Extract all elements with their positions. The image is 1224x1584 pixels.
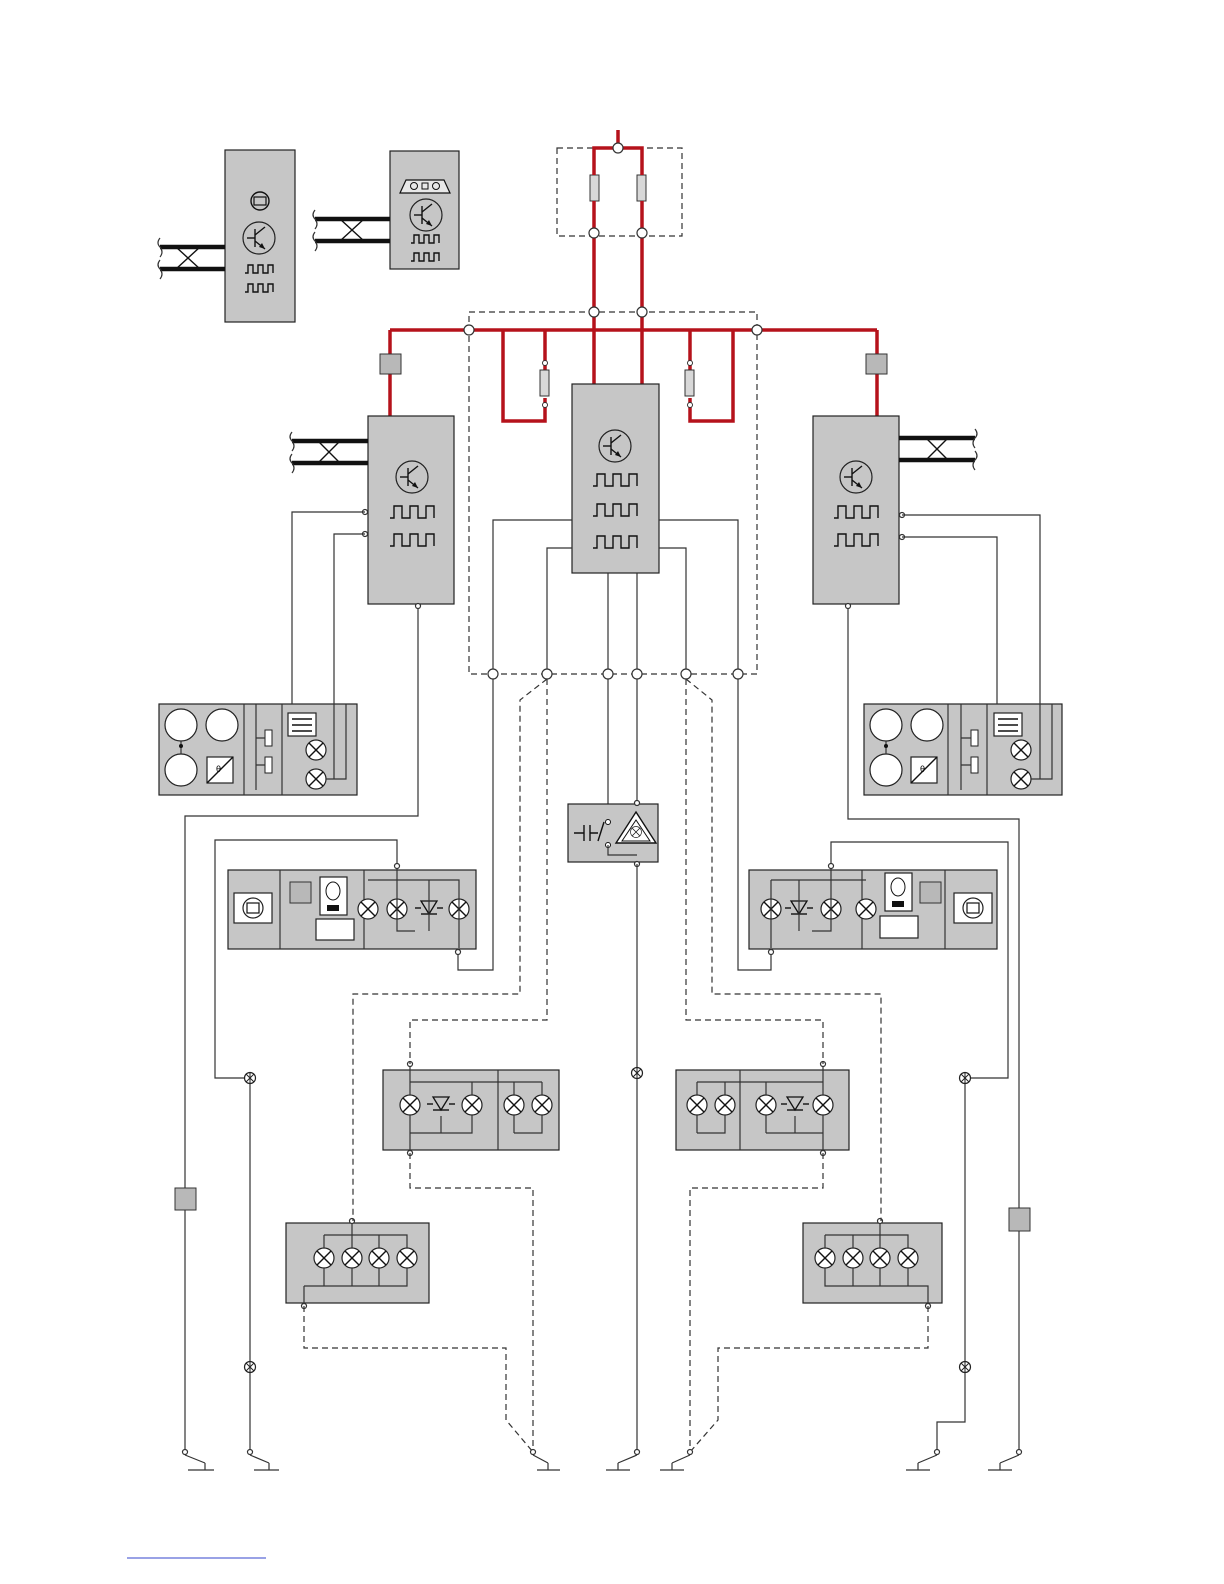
door-mirror-right — [749, 842, 1008, 1078]
lamp-icon — [314, 1248, 334, 1268]
rear-lamp-cluster-left — [286, 1219, 429, 1309]
central-control-module — [572, 384, 659, 573]
lamp-icon — [1011, 740, 1031, 760]
lamp-icon — [856, 899, 876, 919]
control-module-right — [813, 416, 977, 609]
fuse-box-top — [557, 148, 682, 236]
lamp-icon — [397, 1248, 417, 1268]
svg-text:θ: θ — [216, 764, 221, 774]
rear-lamp-cluster-right — [803, 1219, 942, 1309]
svg-text:θ: θ — [920, 764, 925, 774]
lamp-icon — [306, 740, 326, 760]
motor-icon — [234, 893, 272, 923]
door-mirror-left — [215, 840, 476, 1078]
lamp-icon — [462, 1095, 482, 1115]
lamp-icon — [843, 1248, 863, 1268]
lamp-icon — [532, 1095, 552, 1115]
lamp-icon — [342, 1248, 362, 1268]
instrument-lamp-unit-left — [383, 1062, 559, 1156]
splice-icon — [960, 1073, 971, 1084]
lamp-icon — [687, 1095, 707, 1115]
lamp-icon — [756, 1095, 776, 1115]
instrument-lamp-unit-right — [676, 1062, 849, 1156]
climate-panel-left: θ — [159, 704, 357, 795]
lamp-icon — [815, 1248, 835, 1268]
can-bus-wires-top-center — [313, 210, 390, 251]
splice-icon — [245, 1362, 256, 1373]
lamp-icon — [400, 1095, 420, 1115]
lamp-icon — [813, 1095, 833, 1115]
ground-points — [183, 1450, 1022, 1471]
lamp-icon — [306, 769, 326, 789]
control-module-top-center — [313, 151, 459, 269]
splice-icon — [632, 1068, 643, 1079]
hazard-switch — [568, 801, 658, 867]
central-module-wiring — [458, 520, 771, 970]
lamp-icon — [715, 1095, 735, 1115]
fuse-icon — [637, 175, 646, 201]
lamp-icon — [369, 1248, 389, 1268]
lamp-icon — [358, 899, 378, 919]
fuse-icon — [590, 175, 599, 201]
splice-icon — [245, 1073, 256, 1084]
lamp-icon — [870, 1248, 890, 1268]
motor-icon — [954, 893, 992, 923]
lamp-icon — [898, 1248, 918, 1268]
climate-panel-right: θ — [864, 704, 1062, 795]
control-module-top-left — [158, 150, 295, 322]
vehicle-icon — [400, 180, 450, 193]
can-bus-wires-top-left — [158, 238, 225, 279]
splice-icon — [960, 1362, 971, 1373]
lamp-icon — [1011, 769, 1031, 789]
dashed-harness-routes — [304, 679, 928, 1452]
lamp-icon — [504, 1095, 524, 1115]
